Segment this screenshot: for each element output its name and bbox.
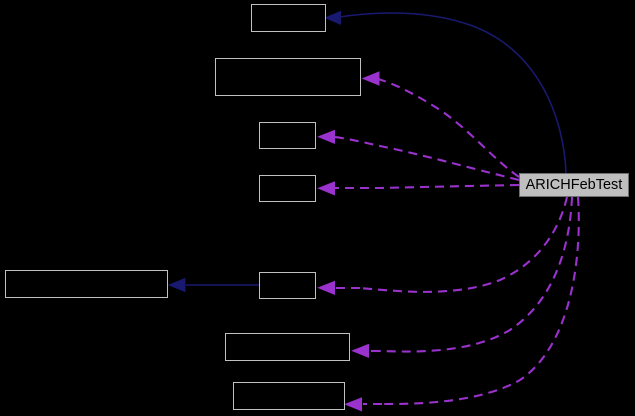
graph-node-5[interactable] — [259, 272, 316, 299]
edge-usage-1 — [377, 77, 520, 178]
graph-node-1[interactable] — [215, 58, 361, 96]
edge-usage-2 — [333, 135, 520, 182]
graph-node-2[interactable] — [259, 122, 316, 149]
graph-node-current-arichfebtest[interactable]: ARICHFebTest — [519, 173, 629, 197]
graph-node-0[interactable] — [251, 4, 326, 32]
arrowhead-navy-left — [167, 277, 186, 293]
edge-inheritance-top — [339, 12, 567, 174]
arrowhead-purple-3 — [317, 181, 335, 196]
arrowhead-purple-5 — [351, 343, 369, 358]
edge-usage-4 — [359, 196, 569, 293]
graph-node-current-label: ARICHFebTest — [525, 176, 623, 193]
graph-node-4[interactable] — [5, 270, 168, 298]
arrowhead-purple-1 — [361, 71, 380, 86]
graph-node-7[interactable] — [233, 382, 345, 410]
edge-usage-6 — [381, 196, 580, 406]
graph-node-6[interactable] — [225, 333, 350, 361]
arrowhead-purple-6 — [344, 397, 362, 412]
edge-usage-3 — [334, 183, 520, 190]
arrowhead-navy-top — [324, 10, 341, 25]
edge-usage-5 — [379, 196, 574, 353]
arrowhead-purple-4 — [317, 280, 335, 295]
graph-node-3[interactable] — [259, 175, 316, 202]
arrowhead-purple-2 — [317, 129, 335, 144]
